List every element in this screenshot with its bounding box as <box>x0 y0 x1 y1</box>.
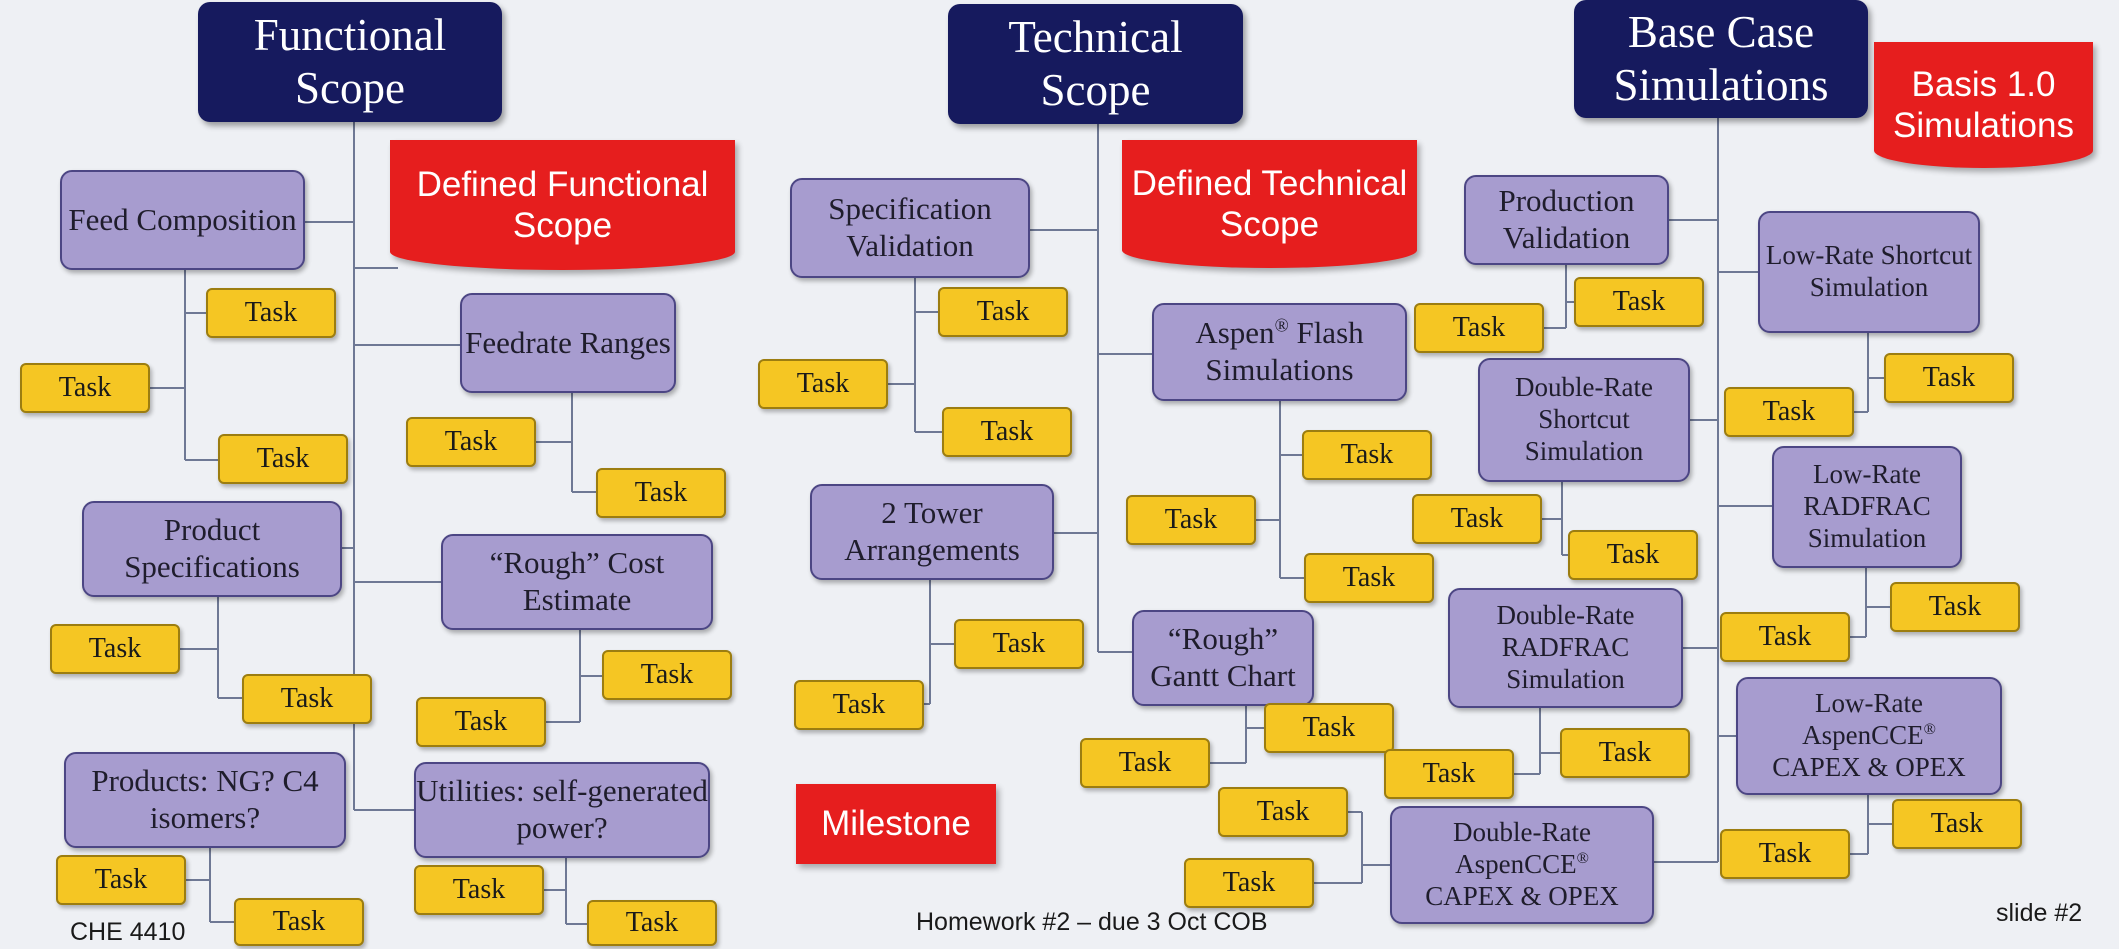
aspen-flash-name: Aspen <box>1195 315 1275 351</box>
aspencce-text: AspenCCE <box>1455 849 1577 880</box>
task-box: Task <box>1574 277 1704 327</box>
task-box: Task <box>416 697 546 747</box>
banner-defined-functional-scope: Defined Functional Scope <box>390 140 735 270</box>
node-rough-cost-estimate: “Rough” Cost Estimate <box>441 534 713 630</box>
node-product-specifications: Product Specifications <box>82 501 342 597</box>
aspencce-text: AspenCCE <box>1802 720 1924 751</box>
task-box: Task <box>20 363 150 413</box>
task-box: Task <box>50 624 180 674</box>
aspen-flash-rest: Flash Simulations <box>1205 315 1364 387</box>
task-box: Task <box>1892 799 2022 849</box>
task-box: Task <box>56 855 186 905</box>
task-box: Task <box>1304 553 1434 603</box>
task-box: Task <box>954 619 1084 669</box>
task-box: Task <box>1184 858 1314 908</box>
node-utilities-power: Utilities: self-generated power? <box>414 762 710 858</box>
task-box: Task <box>794 680 924 730</box>
node-specification-validation: Specification Validation <box>790 178 1030 278</box>
task-box: Task <box>1412 494 1542 544</box>
double-rate-text: Double-Rate <box>1453 817 1591 848</box>
banner-milestone: Milestone <box>796 784 996 864</box>
task-box: Task <box>1724 387 1854 437</box>
task-box: Task <box>758 359 888 409</box>
task-box: Task <box>596 468 726 518</box>
node-aspen-flash-simulations: Aspen® Flash Simulations <box>1152 303 1407 401</box>
task-box: Task <box>1414 303 1544 353</box>
task-box: Task <box>1264 703 1394 753</box>
node-products-ng-c4-isomers: Products: NG? C4 isomers? <box>64 752 346 848</box>
task-box: Task <box>1302 430 1432 480</box>
node-feed-composition: Feed Composition <box>60 170 305 270</box>
task-box: Task <box>1720 612 1850 662</box>
task-box: Task <box>1384 749 1514 799</box>
node-production-validation: Production Validation <box>1464 175 1669 265</box>
registered-mark: ® <box>1923 720 1936 739</box>
banner-defined-technical-scope: Defined Technical Scope <box>1122 140 1417 268</box>
task-box: Task <box>234 898 364 946</box>
footer-slide-number: slide #2 <box>1996 899 2083 927</box>
node-feedrate-ranges: Feedrate Ranges <box>460 293 676 393</box>
header-technical-scope: Technical Scope <box>948 4 1243 124</box>
task-box: Task <box>1720 829 1850 879</box>
task-box: Task <box>414 865 544 915</box>
registered-mark: ® <box>1274 316 1289 338</box>
task-box: Task <box>406 417 536 467</box>
task-box: Task <box>242 674 372 724</box>
task-box: Task <box>1080 738 1210 788</box>
task-box: Task <box>602 650 732 700</box>
node-two-tower-arrangements: 2 Tower Arrangements <box>810 484 1054 580</box>
banner-basis-simulations: Basis 1.0 Simulations <box>1874 42 2093 168</box>
node-double-rate-shortcut-simulation: Double-Rate Shortcut Simulation <box>1478 358 1690 482</box>
capex-opex-text: CAPEX & OPEX <box>1425 880 1619 911</box>
node-rough-gantt-chart: “Rough” Gantt Chart <box>1132 610 1314 706</box>
registered-mark: ® <box>1576 849 1589 868</box>
footer-homework: Homework #2 – due 3 Oct COB <box>916 908 1268 936</box>
task-box: Task <box>1126 495 1256 545</box>
node-low-rate-shortcut-simulation: Low-Rate Shortcut Simulation <box>1758 211 1980 333</box>
footer-course: CHE 4410 <box>70 918 186 946</box>
aspen-flash-label: Aspen® Flash Simulations <box>1154 315 1405 388</box>
node-double-rate-radfrac-simulation: Double-Rate RADFRAC Simulation <box>1448 588 1683 708</box>
task-box: Task <box>938 287 1068 337</box>
task-box: Task <box>218 434 348 484</box>
task-box: Task <box>1890 582 2020 632</box>
low-rate-text: Low-Rate <box>1815 688 1923 719</box>
header-base-case-simulations: Base Case Simulations <box>1574 0 1868 118</box>
header-functional-scope: Functional Scope <box>198 2 502 122</box>
node-low-rate-radfrac-simulation: Low-Rate RADFRAC Simulation <box>1772 446 1962 568</box>
task-box: Task <box>1218 787 1348 837</box>
task-box: Task <box>1560 728 1690 778</box>
task-box: Task <box>1884 353 2014 403</box>
task-box: Task <box>1568 530 1698 580</box>
task-box: Task <box>587 900 717 946</box>
task-box: Task <box>942 407 1072 457</box>
capex-opex-text: CAPEX & OPEX <box>1772 751 1966 782</box>
task-box: Task <box>206 288 336 338</box>
